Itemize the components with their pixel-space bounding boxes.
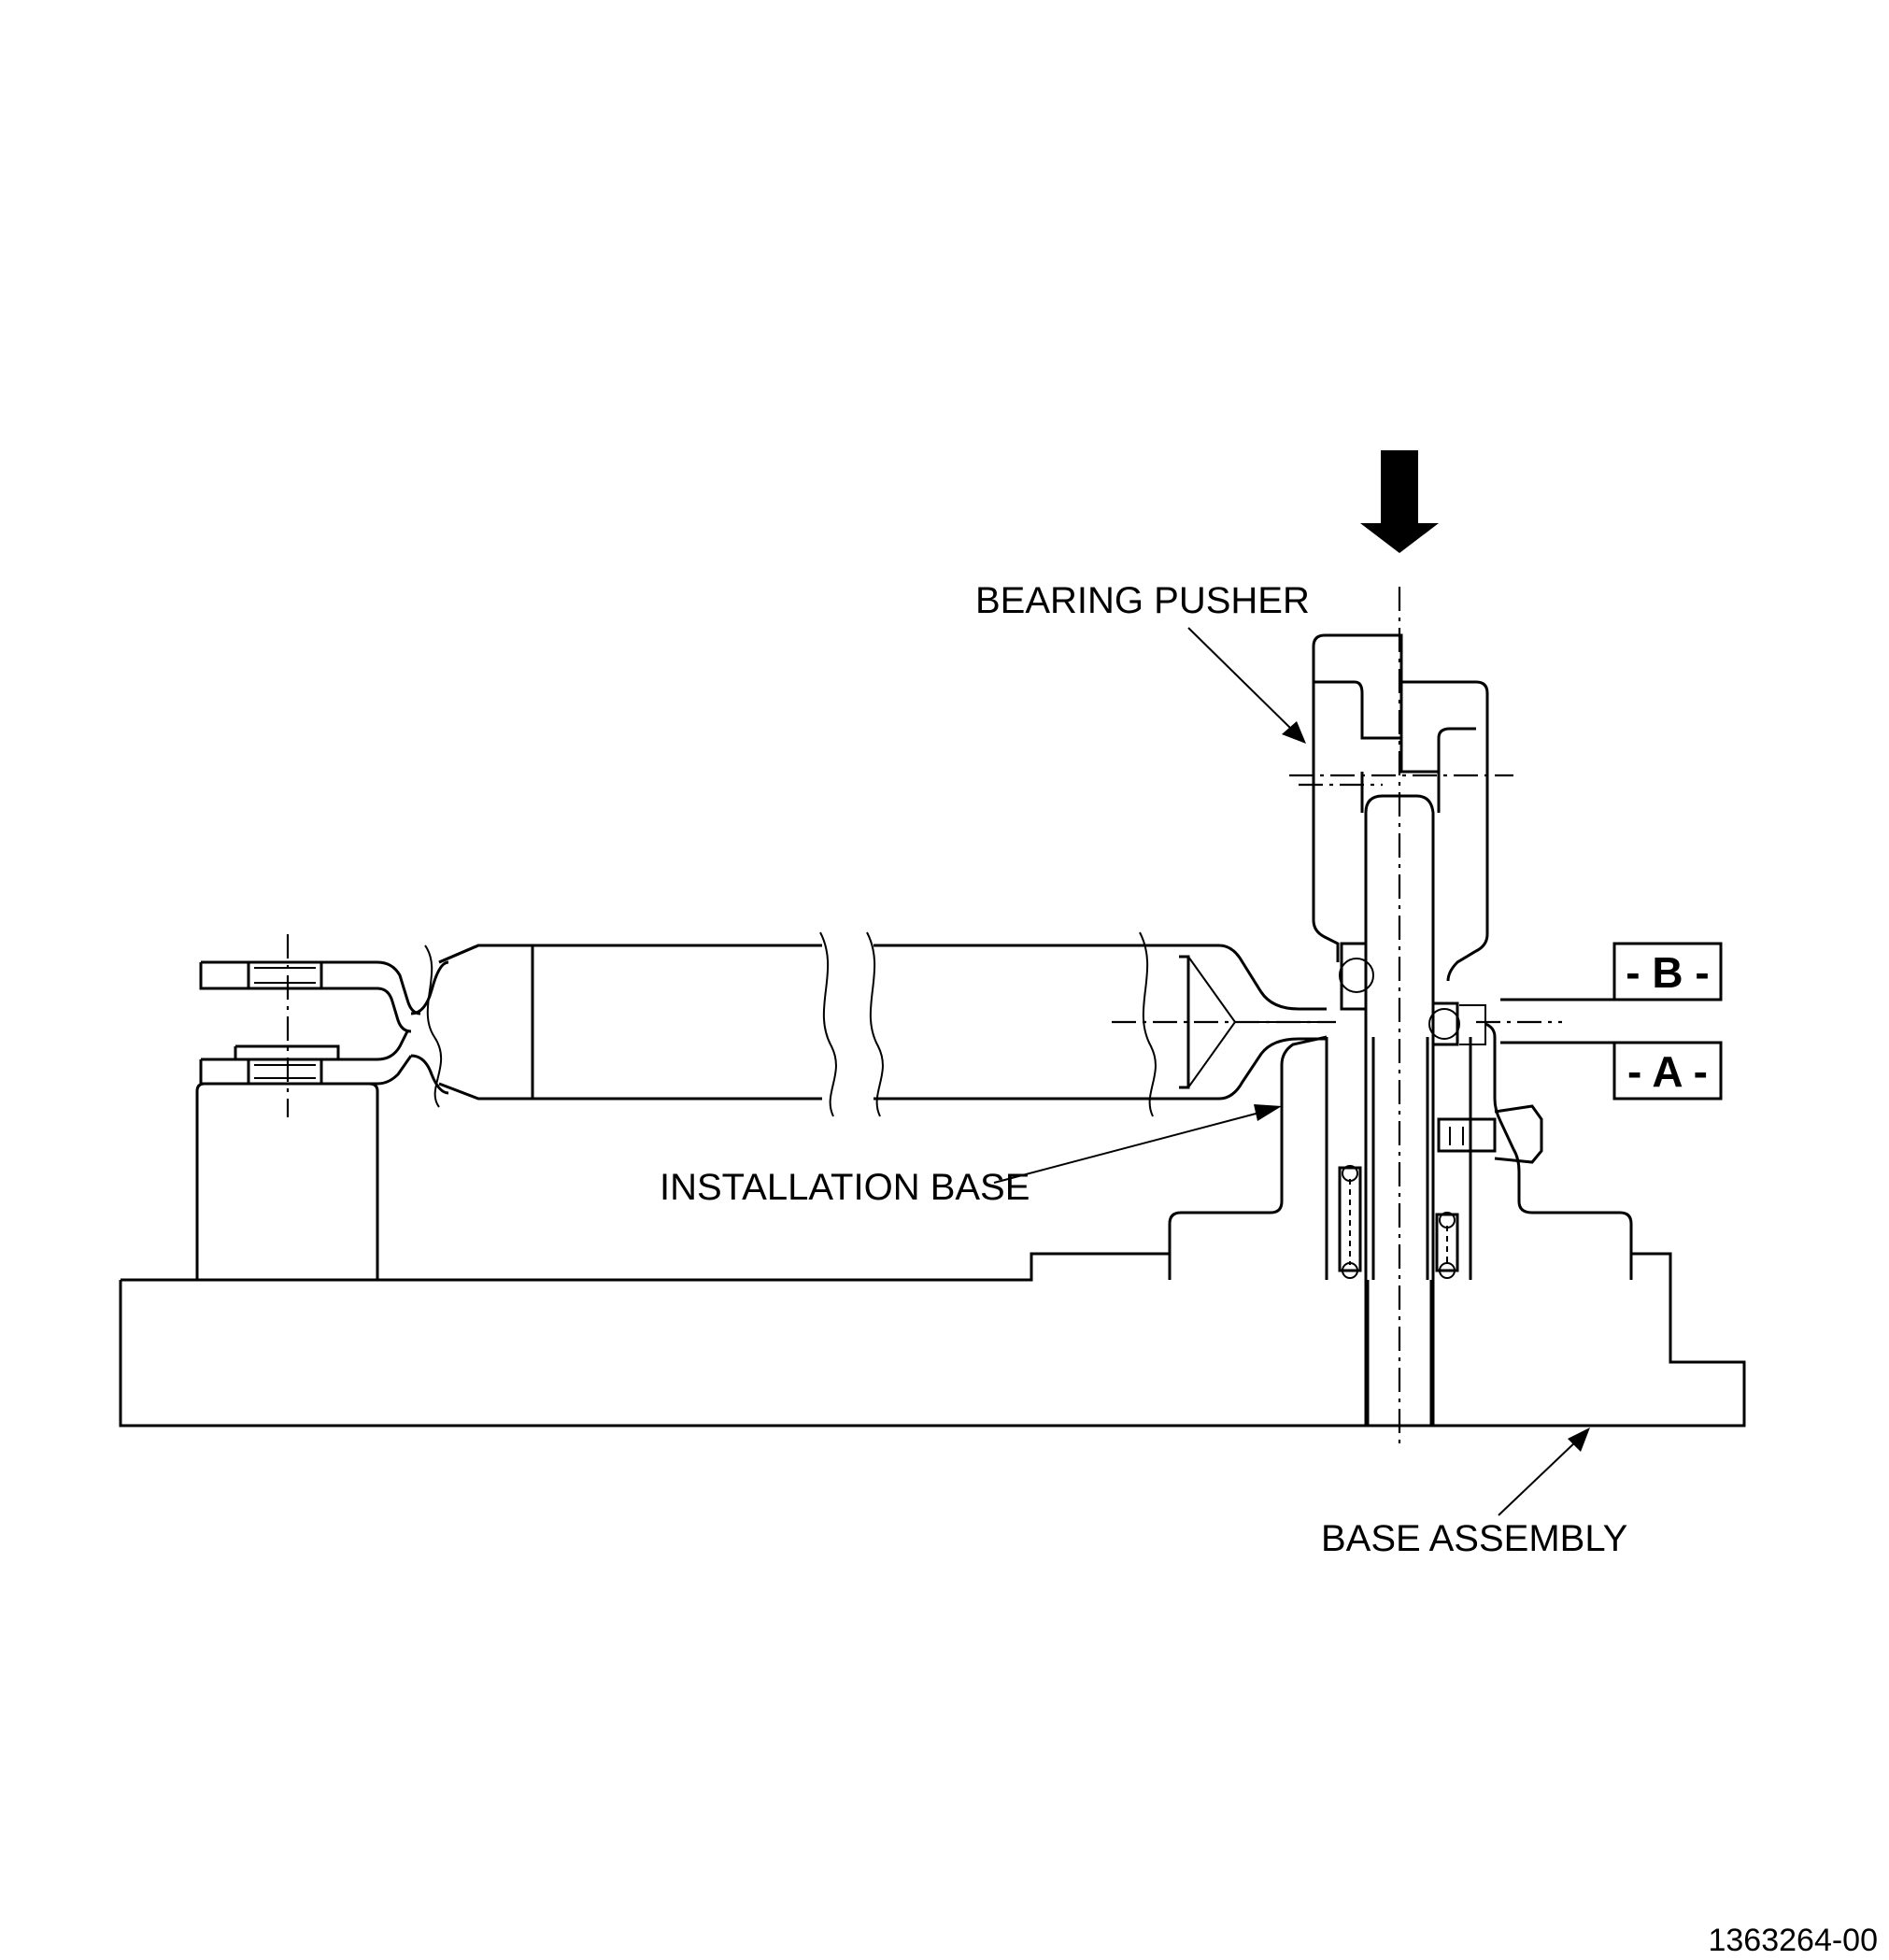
bearing-pusher-label: BEARING PUSHER [975,580,1310,621]
installation-base [1168,1022,1633,1280]
datum-lines [1476,998,1614,1044]
base-assembly [119,1252,1746,1427]
base-assembly-callout: BASE ASSEMBLY [1321,1427,1627,1559]
rod [410,931,1336,1117]
datum-a-label: - A - [1627,1047,1708,1096]
bearing-pusher-callout: BEARING PUSHER [975,580,1310,744]
datum-b-label: - B - [1626,948,1709,997]
datum-a-box: - A - [1612,1041,1723,1101]
bearing-pusher [1289,587,1513,1448]
installation-base-label: INSTALLATION BASE [660,1167,1030,1208]
datum-b-box: - B - [1612,942,1723,1001]
base-assembly-label: BASE ASSEMBLY [1321,1518,1627,1559]
installation-base-callout: INSTALLATION BASE [660,1104,1282,1208]
force-arrow-icon [1360,450,1439,553]
clevis-fitting [199,934,421,1117]
figure-number: 1363264-00 [1708,1923,1878,1958]
